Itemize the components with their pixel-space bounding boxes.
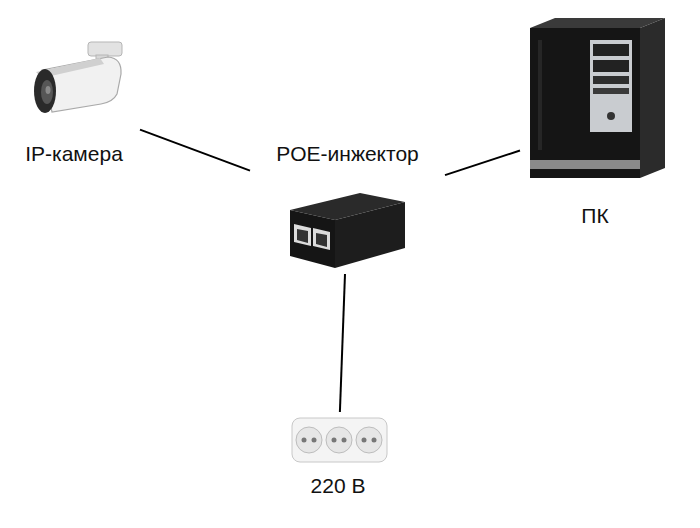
node-label: ПК	[581, 204, 608, 228]
node-label-line: IP-камера	[8, 142, 140, 166]
cable-line	[445, 151, 520, 176]
pc-node: ПК	[520, 14, 670, 238]
camera-node: IP-камера	[8, 36, 140, 174]
ip-camera-picture	[34, 42, 122, 113]
injector-node: POE-инжектор	[250, 140, 445, 274]
socket-node: 220 В	[282, 412, 394, 512]
node-label: POE-инжектор	[276, 142, 419, 166]
pc-tower-picture	[530, 18, 665, 178]
power-socket-picture	[292, 418, 387, 462]
node-label-line: POE-инжектор	[250, 142, 445, 166]
cable-line	[340, 274, 345, 412]
cable-line	[140, 130, 250, 171]
poe-injector-picture	[290, 193, 405, 268]
node-label-line: ПК	[520, 204, 670, 228]
node-label-line: 220 В	[282, 474, 394, 498]
node-label: IP-камера	[25, 142, 123, 166]
node-label: 220 В	[311, 474, 366, 498]
